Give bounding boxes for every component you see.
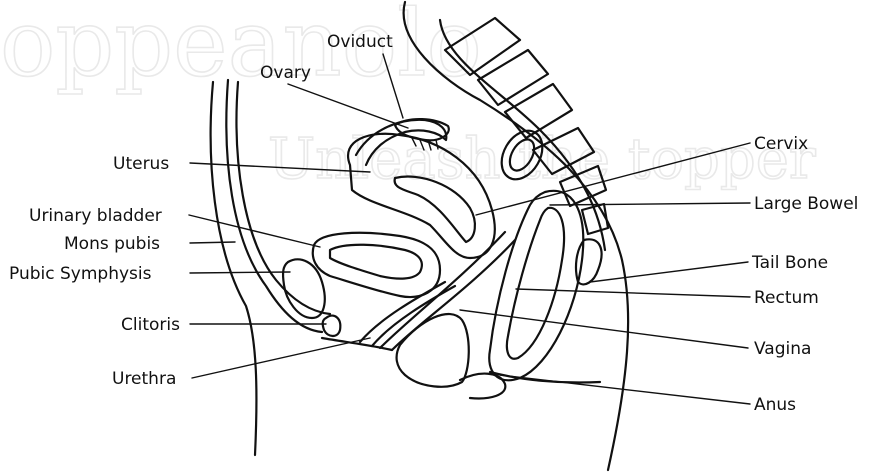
abdominal-wall-outer — [211, 82, 257, 455]
label-tail-bone: Tail Bone — [751, 253, 828, 273]
label-vagina: Vagina — [754, 339, 811, 359]
label-pubic-symphysis: Pubic Symphysis — [9, 264, 152, 284]
urethra-channel-1 — [360, 282, 445, 342]
watermark-script: oppeanolo — [0, 0, 482, 97]
label-oviduct: Oviduct — [327, 32, 393, 52]
watermark-tagline: Unleash the topper — [268, 127, 816, 192]
leader-vagina — [460, 310, 748, 348]
clitoris-shape — [323, 316, 341, 336]
body-lower-front — [322, 338, 392, 350]
leader-tail-bone — [590, 262, 748, 282]
leader-pubic-symphysis — [190, 272, 290, 273]
label-large-bowel: Large Bowel — [754, 194, 858, 214]
label-anus: Anus — [754, 395, 796, 415]
rectum-outer — [489, 191, 583, 380]
leader-urethra — [192, 338, 370, 378]
vagina-lower — [397, 314, 469, 387]
bladder-inner — [330, 245, 422, 279]
perineum-body — [460, 374, 505, 399]
leader-rectum — [516, 289, 750, 297]
label-uterus: Uterus — [113, 154, 169, 174]
rectum-inner — [507, 208, 564, 359]
vertebra-2 — [478, 50, 548, 105]
label-rectum: Rectum — [754, 288, 819, 308]
label-cervix: Cervix — [754, 134, 808, 154]
label-clitoris: Clitoris — [121, 315, 180, 335]
leader-mons-pubis — [190, 242, 235, 243]
label-ovary: Ovary — [260, 63, 311, 83]
leader-large-bowel — [550, 203, 750, 205]
label-mons-pubis: Mons pubis — [64, 234, 160, 254]
label-urethra: Urethra — [112, 369, 176, 389]
label-urinary-bladder: Urinary bladder — [29, 206, 162, 226]
